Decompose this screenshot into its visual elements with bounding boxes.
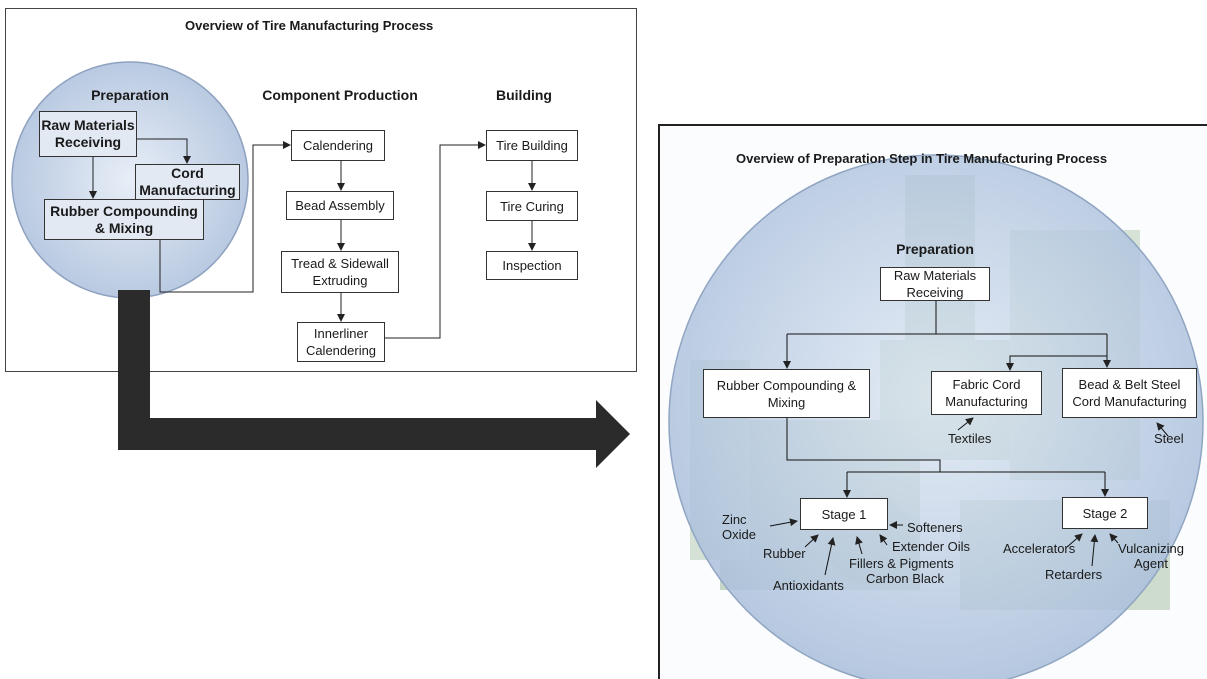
raw-materials-box: Raw Materials Receiving <box>39 111 137 157</box>
flow-arrow-icon <box>118 290 630 468</box>
cord-manufacturing-box: Cord Manufacturing <box>135 164 240 200</box>
left-panel-title: Overview of Tire Manufacturing Process <box>185 18 434 33</box>
input-fillers-pigments: Fillers & Pigments <box>849 556 954 571</box>
heading-building: Building <box>496 87 552 103</box>
stage1-box: Stage 1 <box>800 498 888 530</box>
right-fabric-box: Fabric Cord Manufacturing <box>931 371 1042 415</box>
right-heading-preparation: Preparation <box>896 241 974 257</box>
right-panel-title: Overview of Preparation Step in Tire Man… <box>736 151 1108 166</box>
input-rubber: Rubber <box>763 546 806 561</box>
heading-component-production: Component Production <box>262 87 418 103</box>
input-carbon-black: Carbon Black <box>866 571 945 586</box>
innerliner-box: Innerliner Calendering <box>297 322 385 362</box>
input-extender-oils: Extender Oils <box>892 539 971 554</box>
input-zinc-oxide: Zinc Oxide <box>722 512 756 542</box>
input-antioxidants: Antioxidants <box>773 578 844 593</box>
right-raw-materials-box: Raw Materials Receiving <box>880 267 990 301</box>
rubber-compounding-box: Rubber Compounding & Mixing <box>44 199 204 240</box>
stage2-box: Stage 2 <box>1062 497 1148 529</box>
bead-assembly-box: Bead Assembly <box>286 191 394 220</box>
input-textiles: Textiles <box>948 431 992 446</box>
input-vulcanizing-agent: Vulcanizing Agent <box>1117 541 1184 571</box>
input-softeners: Softeners <box>907 520 963 535</box>
input-steel: Steel <box>1154 431 1184 446</box>
inspection-box: Inspection <box>486 251 578 280</box>
input-retarders: Retarders <box>1045 567 1103 582</box>
preparation-circle-large <box>668 154 1204 679</box>
calendering-box: Calendering <box>291 130 385 161</box>
tire-curing-box: Tire Curing <box>486 191 578 221</box>
tire-building-box: Tire Building <box>486 130 578 161</box>
input-accelerators: Accelerators <box>1003 541 1076 556</box>
right-rubber-box: Rubber Compounding & Mixing <box>703 369 870 418</box>
right-steel-cord-box: Bead & Belt Steel Cord Manufacturing <box>1062 368 1197 418</box>
tread-sidewall-box: Tread & Sidewall Extruding <box>281 251 399 293</box>
heading-preparation: Preparation <box>91 87 169 103</box>
